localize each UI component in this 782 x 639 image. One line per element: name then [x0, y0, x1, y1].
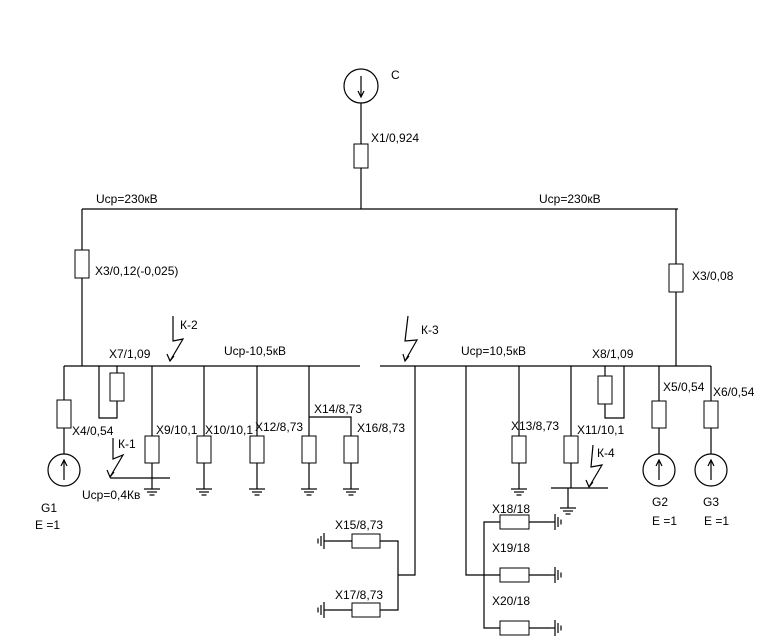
x1-label: X1/0,924	[371, 131, 419, 145]
wire	[309, 416, 352, 436]
x14-label: X14/8,73	[314, 402, 362, 416]
k3-label: К-3	[421, 323, 439, 337]
x12-label: X12/8,73	[255, 420, 303, 434]
reactance-x8	[597, 375, 613, 405]
reactance-x1	[353, 143, 369, 169]
fault-k1-arrow	[109, 438, 125, 478]
x16-label: X16/8,73	[357, 421, 405, 435]
g3-label: G3	[703, 495, 719, 509]
reactance-x20	[499, 620, 530, 636]
generator-g1	[47, 453, 81, 487]
x17-label: X17/8,73	[335, 588, 383, 602]
wire	[98, 366, 118, 419]
reactance-x19	[499, 567, 530, 583]
x15-label: X15/8,73	[335, 518, 383, 532]
x3-left-label: X3/0,12(-0,025)	[95, 264, 178, 278]
reactance-x16	[343, 435, 359, 464]
k1-label: К-1	[118, 437, 136, 451]
g2-label: G2	[652, 495, 668, 509]
reactance-x4	[56, 399, 72, 429]
k4-label: К-4	[597, 446, 615, 460]
reactance-x14	[301, 435, 317, 464]
source-label: С	[391, 68, 400, 82]
x20-label: X20/18	[492, 594, 530, 608]
reactance-x17	[351, 602, 381, 618]
wire	[465, 366, 500, 576]
ucp-230-right: Uср=230кВ	[539, 192, 601, 206]
ucp-230-left: Uср=230кВ	[96, 192, 158, 206]
e1-label: E =1	[35, 518, 60, 532]
ucp-04-label: Ucp=0,4Кв	[82, 488, 140, 502]
fault-k3-arrow	[404, 315, 419, 362]
generator-g3	[694, 453, 728, 487]
x18-label: X18/18	[492, 502, 530, 516]
g1-label: G1	[41, 501, 57, 515]
reactance-x6	[703, 400, 719, 429]
ucp-10-left: Ucp-10,5кВ	[224, 344, 286, 358]
x6-label: X6/0,54	[713, 385, 755, 399]
reactance-x7	[109, 372, 125, 402]
reactance-x9	[144, 435, 160, 464]
reactance-x11	[563, 435, 579, 464]
x10-label: X10/10,1	[205, 423, 253, 437]
reactance-x5	[651, 400, 667, 429]
x4-label: X4/0,54	[72, 424, 114, 438]
wire	[604, 366, 625, 419]
generator-g2	[642, 453, 676, 487]
k2-label: К-2	[180, 318, 198, 332]
fault-k4-arrow	[588, 444, 604, 488]
e2-label: E =1	[652, 514, 677, 528]
x19-label: X19/18	[492, 541, 530, 555]
wire	[398, 366, 416, 576]
wire	[380, 540, 399, 611]
ucp-10-right: Ucp=10,5кВ	[461, 344, 526, 358]
wire	[483, 521, 500, 629]
x5-label: X5/0,54	[663, 380, 705, 394]
reactance-x12	[249, 435, 265, 464]
x13-label: X13/8,73	[511, 419, 559, 433]
x9-label: X9/10,1	[156, 423, 198, 437]
reactance-x10	[196, 435, 212, 464]
x11-label: X11/10,1	[577, 423, 624, 437]
x8-label: X8/1,09	[592, 347, 634, 361]
e3-label: E =1	[704, 514, 729, 528]
system-source-c	[343, 68, 379, 104]
reactance-x13	[511, 435, 527, 464]
reactance-x3-right	[668, 263, 684, 293]
x3-right-label: X3/0,08	[692, 269, 734, 283]
x7-label: X7/1,09	[109, 347, 151, 361]
fault-k2-arrow	[169, 316, 185, 362]
reactance-x15	[351, 533, 381, 549]
reactance-x18	[499, 514, 530, 530]
reactance-x3-left	[74, 249, 90, 279]
